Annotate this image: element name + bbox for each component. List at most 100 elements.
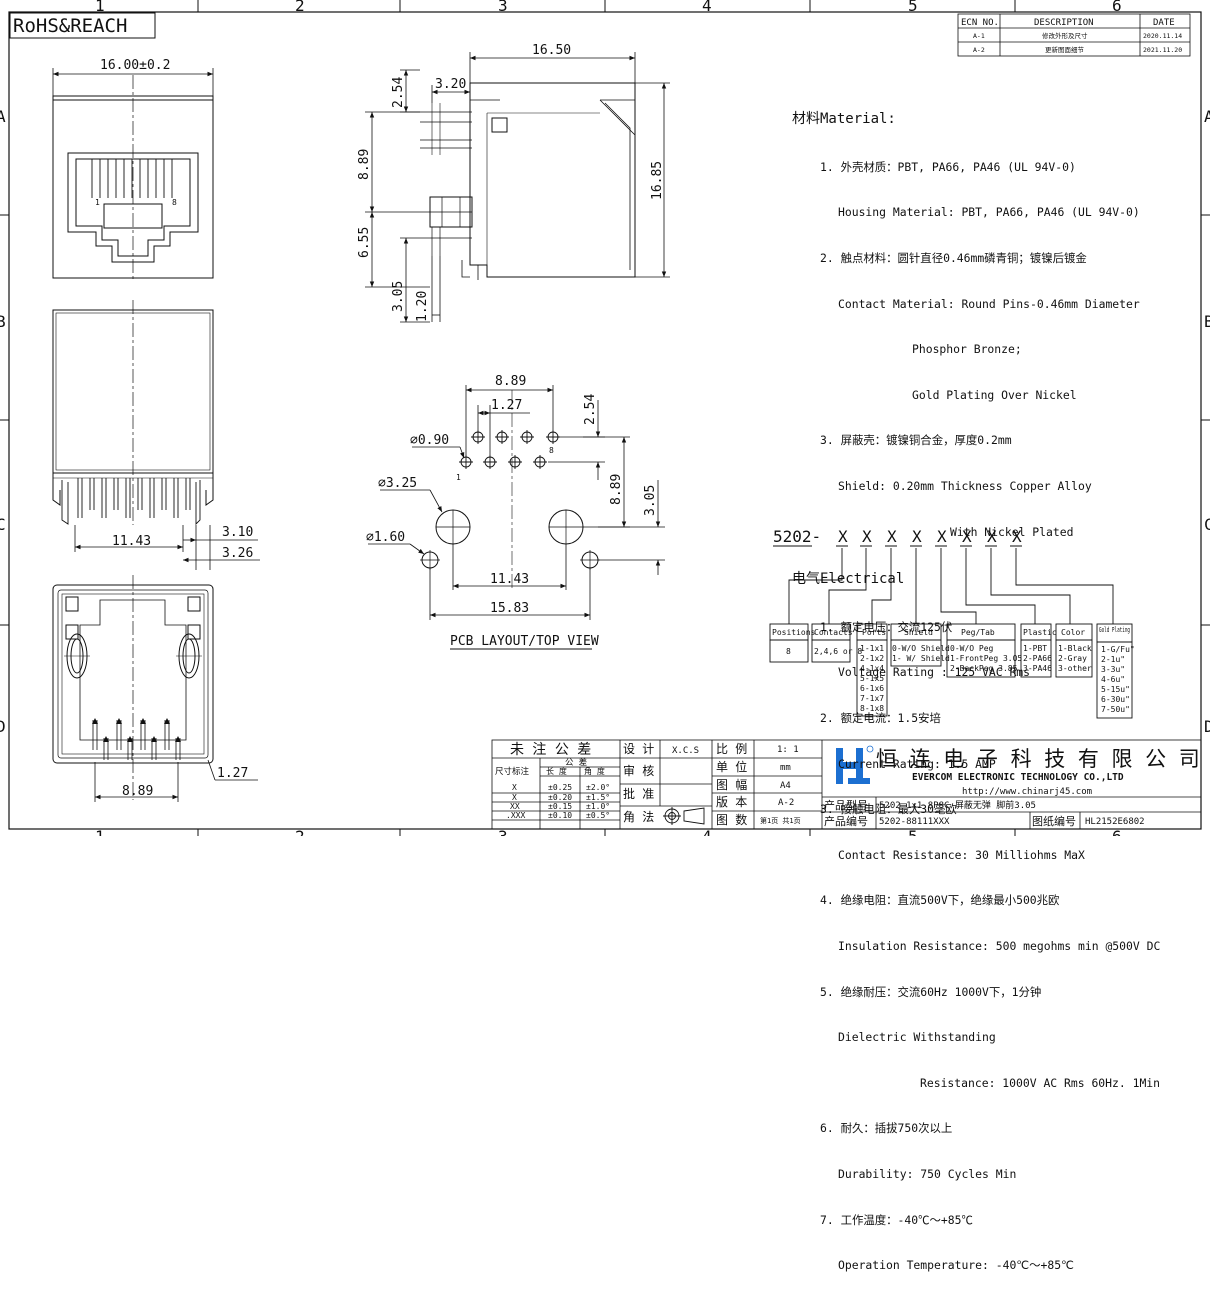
pcb-pins-top — [459, 430, 560, 469]
projection-symbol-icon — [663, 807, 705, 825]
pc-line: 3-3u" — [1101, 665, 1125, 674]
zone-col-top: 3 — [498, 0, 508, 15]
zone-col-bottom: 4 — [702, 827, 712, 836]
rev-cell: A-2 — [973, 46, 985, 54]
tolerance-text: 未 注 公 差 尺寸标注 公 差 长 度 角 度 X ±0.25 ±2.0° X… — [495, 742, 705, 825]
pc-line: 4-1x4 — [860, 664, 884, 673]
note-line: Phosphor Bronze; — [912, 342, 1022, 357]
drawing-sheet: 1 2 3 4 5 6 1 2 3 4 5 6 A B C D A B C D … — [0, 0, 1210, 836]
bottom-view — [52, 575, 214, 800]
pc-line: 7-50u" — [1101, 705, 1130, 714]
side-305-text: 3.05 — [391, 281, 406, 312]
side-655-text: 6.55 — [357, 227, 372, 258]
tolerance-size-label: 尺寸标注 — [495, 766, 530, 777]
title-block-grid — [491, 739, 1202, 830]
tolerance-len: 长 度 — [546, 766, 567, 776]
pc-line: 1-Black — [1058, 644, 1092, 653]
zone-row-left: C — [0, 515, 6, 534]
design-label: 设 计 — [623, 742, 654, 756]
rev-header: DATE — [1153, 18, 1175, 28]
note-line: Housing Material: PBT, PA66, PA46 (UL 94… — [838, 205, 1140, 220]
side-120-text: 1.20 — [415, 291, 430, 322]
back-310-text: 3.10 — [222, 525, 253, 540]
rev-cell: 2020.11.14 — [1143, 32, 1182, 40]
zone-row-right: B — [1204, 312, 1210, 331]
model-label: 产品型号 — [824, 798, 868, 812]
tol-cell: ±0.10 — [548, 811, 572, 820]
spec-value: 1: 1 — [777, 745, 799, 755]
company-name-en: EVERCOM ELECTRONIC TECHNOLOGY CO.,LTD — [912, 772, 1124, 783]
pc-line: 6-1x6 — [860, 684, 884, 693]
pcb-view-title: PCB LAYOUT/TOP VIEW — [450, 634, 599, 649]
note-line: 1. 额定电压：交流125伏 — [820, 619, 953, 634]
pc-line: 0-W/O Peg — [950, 644, 994, 653]
spec-value: A4 — [780, 781, 791, 791]
note-line: 5. 绝缘耐压：交流60Hz 1000V下，1分钟 — [820, 984, 1042, 999]
part-code-x: X — [962, 527, 972, 546]
pc-line: 1- W/ Shield — [892, 654, 950, 663]
pc-line: 2-1x2 — [860, 654, 884, 663]
rev-cell: 修改外形及尺寸 — [1042, 31, 1088, 40]
spec-label: 图 幅 — [716, 777, 747, 792]
code-label: 产品编号 — [824, 814, 868, 828]
part-code-boxes — [769, 623, 1133, 719]
note-line: 1. 外壳材质：PBT, PA66, PA46 (UL 94V-0) — [820, 159, 1076, 174]
zone-col-top: 1 — [95, 0, 105, 15]
zone-col-top: 6 — [1112, 0, 1122, 15]
pcb-325-text: ⌀3.25 — [378, 476, 417, 491]
front-width-text: 16.00±0.2 — [100, 58, 170, 73]
zone-col-bottom: 5 — [908, 827, 918, 836]
tolerance-title: 未 注 公 差 — [510, 742, 591, 758]
note-line: 3. 接触电阻：最大30毫欧 — [820, 802, 957, 817]
part-code: 5202- X X X X X X X X — [769, 527, 1135, 719]
back-1143-text: 11.43 — [112, 534, 151, 549]
note-line: 4. 绝缘电阻：直流500V下，绝缘最小500兆欧 — [820, 893, 1060, 908]
bottom-127-text: 1.27 — [217, 766, 248, 781]
rev-header: DESCRIPTION — [1034, 18, 1094, 28]
pc-line: 1-1x1 — [860, 644, 884, 653]
tol-cell: ±1.0° — [586, 802, 610, 811]
tol-cell: XX — [510, 802, 520, 811]
pc-line: 6-30u" — [1101, 695, 1130, 704]
spec-label: 版 本 — [716, 795, 747, 809]
pc-line: 2-1u" — [1101, 655, 1125, 664]
pc-title: Color — [1061, 628, 1085, 637]
spec-value: 第1页 共1页 — [760, 816, 801, 825]
note-line: 3. 屏蔽壳：镀镍铜合金，厚度0.2mm — [820, 433, 1012, 448]
pc-line: 1-PBT — [1023, 644, 1047, 653]
pc-line: 2,4,6 or 8 — [814, 647, 862, 656]
pc-line: 3-other — [1058, 664, 1092, 673]
note-line: Shield: 0.20mm Thickness Copper Alloy — [838, 479, 1092, 494]
pc-title: Plastic — [1023, 628, 1057, 637]
electrical-heading: 电气Electrical — [792, 571, 905, 588]
pc-title: Peg/Tab — [961, 628, 995, 637]
part-code-x: X — [912, 527, 922, 546]
pcb-pin8-label: 8 — [549, 446, 554, 455]
part-code-x: X — [887, 527, 897, 546]
pc-line: 1-FrontPeg 3.05 — [950, 654, 1022, 663]
spec-label: 单 位 — [716, 759, 747, 774]
pcb-254-text: 2.54 — [583, 394, 598, 425]
zone-row-right: C — [1204, 515, 1210, 534]
side-dims — [365, 52, 670, 323]
rev-cell: 更新图面细节 — [1045, 45, 1085, 54]
note-line: Voltage Rating : 125 VAC Rms — [838, 665, 1031, 680]
pcb-dims — [368, 385, 665, 620]
projection-label: 角 法 — [623, 810, 654, 824]
company-website: http://www.chinarj45.com — [962, 787, 1092, 797]
zone-col-bottom: 2 — [295, 827, 305, 836]
pcb-1143-text: 11.43 — [490, 572, 529, 587]
pcb-pin1-label: 1 — [456, 473, 461, 482]
spec-value: mm — [780, 763, 791, 773]
note-line: Operation Temperature: -40℃～+85℃ — [838, 1258, 1074, 1273]
zone-col-top: 5 — [908, 0, 918, 15]
part-code-x: X — [838, 527, 848, 546]
pc-line: 2-BackPeg 3.85 — [950, 664, 1018, 673]
approve-label: 批 准 — [623, 786, 654, 801]
zone-row-left: B — [0, 312, 6, 331]
revision-table — [957, 13, 1191, 57]
note-line: Contact Material: Round Pins-0.46mm Diam… — [838, 296, 1140, 311]
pcb-1583-text: 15.83 — [490, 601, 529, 616]
pc-line: 2-PA66 — [1023, 654, 1052, 663]
pc-line: 7-1x7 — [860, 694, 884, 703]
